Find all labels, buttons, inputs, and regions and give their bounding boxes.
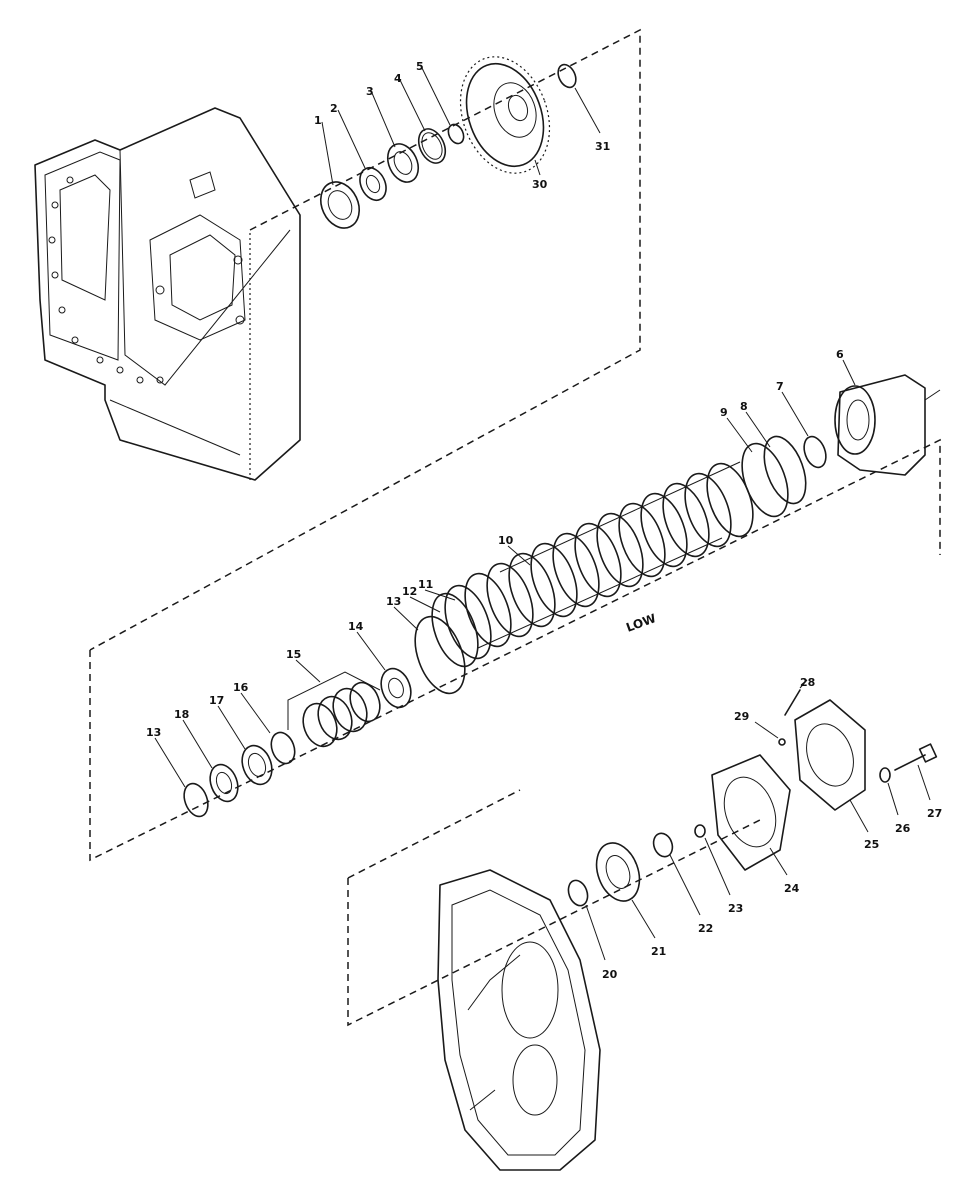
label-part-23: 23 [728, 902, 743, 915]
part-8-plate [763, 435, 807, 505]
part-22-washer [652, 832, 674, 858]
part-25-cover [794, 699, 866, 811]
label-part-7: 7 [776, 380, 784, 393]
part-3-bearing [386, 143, 420, 183]
label-part-18: 18 [174, 708, 189, 721]
label-part-20: 20 [602, 968, 618, 981]
label-part-25: 25 [864, 838, 879, 851]
part-7-o-ring [803, 435, 827, 469]
rear-housing [437, 869, 601, 1171]
label-part-29: 29 [734, 710, 749, 723]
label-part-12: 12 [402, 585, 417, 598]
part-15-spring [287, 671, 381, 748]
label-part-6: 6 [836, 348, 844, 361]
part-26-washer [879, 767, 891, 783]
label-part-16: 16 [233, 681, 249, 694]
middle-group-outline [89, 438, 941, 862]
part-18-bearing [209, 763, 239, 803]
part-10-clutch-disc-stack [464, 461, 754, 649]
label-part-13: 13 [386, 595, 401, 608]
part-30-gear [459, 56, 551, 174]
part-19-snap-ring [183, 782, 209, 818]
part-4-ring [417, 128, 447, 164]
part-20-seal [567, 879, 589, 907]
label-part-9: 9 [720, 406, 728, 419]
label-part-1: 1 [314, 114, 322, 127]
part-13-snap-ring [414, 615, 466, 695]
label-part-31: 31 [595, 140, 610, 153]
label-part-8: 8 [740, 400, 748, 413]
part-11-ring [444, 584, 492, 660]
label-part-27: 27 [927, 807, 942, 820]
transmission-housing [34, 107, 301, 481]
part-labels: 1 2 3 4 5 6 7 8 9 10 11 12 13 14 15 16 1… [146, 60, 942, 981]
label-part-24: 24 [784, 882, 800, 895]
part-24-gasket [711, 754, 791, 871]
part-29-nut [778, 738, 786, 746]
label-part-17: 17 [209, 694, 224, 707]
part-14-retainer [380, 667, 412, 709]
label-part-10: 10 [498, 534, 514, 547]
part-28-pin [784, 689, 801, 716]
part-23-nut [694, 824, 706, 838]
label-part-4: 4 [394, 72, 402, 85]
label-part-28: 28 [800, 676, 815, 689]
part-27-bolt [894, 743, 938, 771]
part-31-snap-ring [557, 63, 577, 89]
label-part-22: 22 [698, 922, 713, 935]
label-part-15: 15 [286, 648, 301, 661]
label-part-5: 5 [416, 60, 424, 73]
upper-group-outline [89, 28, 641, 651]
label-part-26: 26 [895, 822, 911, 835]
label-part-19: 13 [146, 726, 161, 739]
leader-lines [154, 67, 931, 961]
label-part-30: 30 [532, 178, 548, 191]
label-part-3: 3 [366, 85, 374, 98]
part-17-washer [241, 744, 273, 786]
part-5-snap-ring [447, 123, 465, 145]
part-12-ring [431, 592, 479, 668]
part-21-bearing [595, 842, 641, 902]
part-6-clutch-hub [834, 374, 941, 476]
part-2-washer [359, 166, 387, 202]
part-1-bearing [319, 181, 361, 229]
label-low: LOW [624, 611, 658, 635]
label-part-21: 21 [651, 945, 666, 958]
label-part-11: 11 [418, 578, 433, 591]
lower-group-outline [347, 819, 761, 1027]
label-part-2: 2 [330, 102, 338, 115]
part-16-ring [270, 731, 296, 765]
label-part-14: 14 [348, 620, 364, 633]
